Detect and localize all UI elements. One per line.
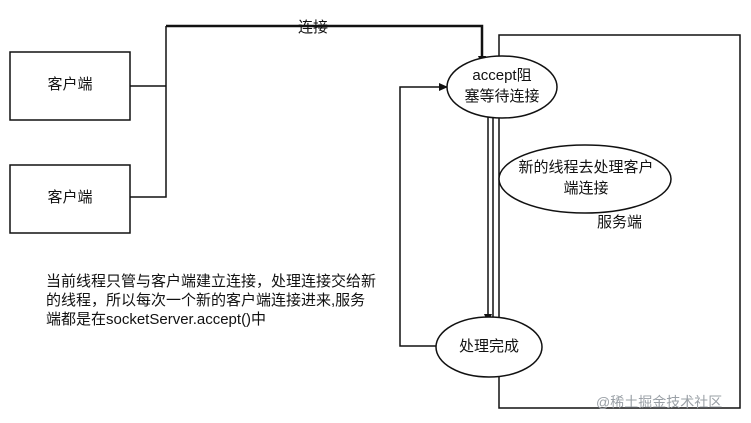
client-bottom-connector bbox=[130, 26, 167, 198]
watermark: @稀土掘金技术社区 bbox=[596, 394, 723, 410]
client-bottom-label: 客户端 bbox=[47, 189, 93, 206]
done-label: 处理完成 bbox=[458, 338, 519, 355]
accept-node bbox=[446, 55, 558, 119]
server-label: 服务端 bbox=[597, 214, 643, 231]
client-top-label: 客户端 bbox=[47, 76, 93, 93]
accept-label-line1: accept阻 bbox=[472, 67, 532, 84]
done-node bbox=[435, 316, 543, 378]
new-thread-label-line1: 新的线程去处理客户 bbox=[518, 159, 654, 176]
connect-arrow bbox=[166, 24, 486, 65]
loop-back-arrow bbox=[399, 83, 448, 347]
description-text: 当前线程只管与客户端建立连接，处理连接交给新的线程，所以每次一个新的客户端连接进… bbox=[46, 273, 377, 328]
client-box-bottom bbox=[9, 164, 131, 234]
accept-label-line2: 塞等待连接 bbox=[464, 88, 540, 105]
new-thread-node bbox=[498, 144, 672, 214]
new-thread-label-line2: 端连接 bbox=[563, 180, 609, 197]
connect-label: 连接 bbox=[298, 19, 329, 36]
client-box-top bbox=[9, 51, 131, 121]
